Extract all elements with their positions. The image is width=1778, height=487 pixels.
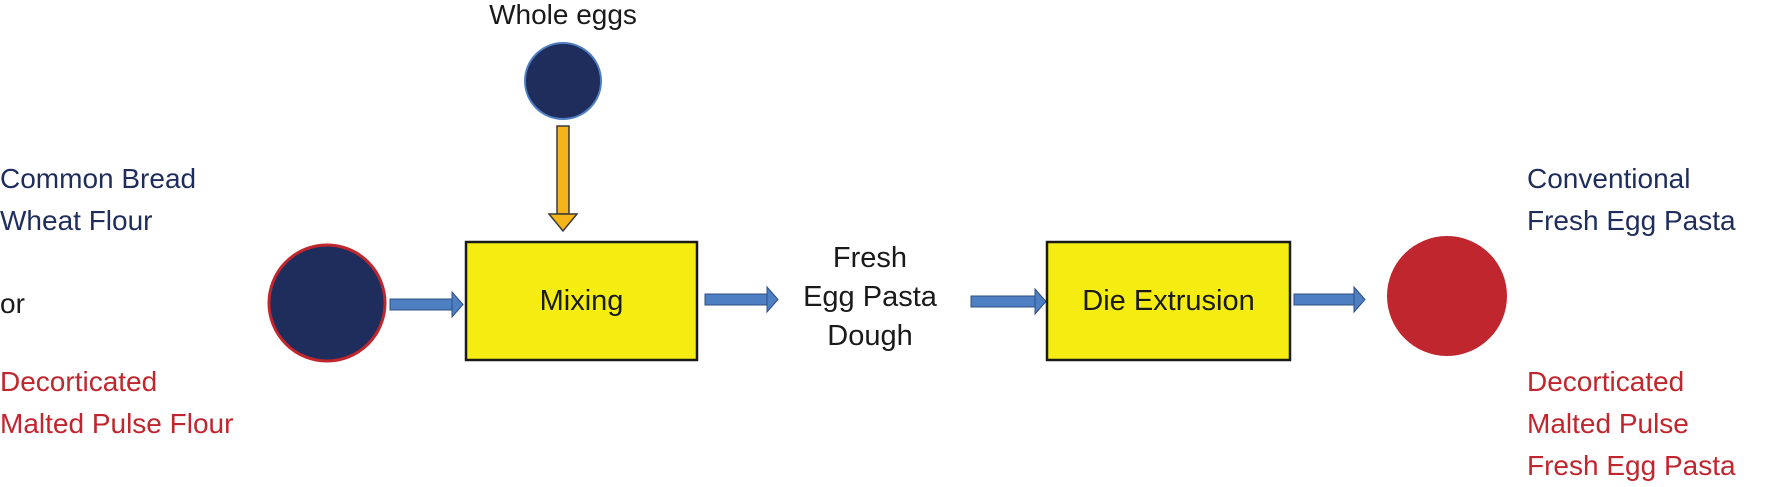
whole-eggs-node bbox=[524, 42, 602, 120]
product-conventional-line: Fresh Egg Pasta bbox=[1527, 205, 1736, 236]
product-pulse: Decorticated Malted Pulse Fresh Egg Past… bbox=[1527, 361, 1736, 487]
mixing-label: Mixing bbox=[539, 284, 624, 317]
product-pulse-line: Decorticated bbox=[1527, 366, 1685, 397]
flour-to-mixing-arrow bbox=[389, 290, 464, 319]
mixing-to-dough-arrow bbox=[704, 285, 779, 314]
flour-option-pulse: Decorticated Malted Pulse Flour bbox=[0, 361, 233, 445]
flour-option-pulse-line: Decorticated bbox=[0, 366, 158, 397]
output-node bbox=[1387, 236, 1507, 356]
flour-option-common-line: Common Bread bbox=[0, 163, 197, 194]
flour-node bbox=[267, 243, 387, 363]
product-pulse-line: Malted Pulse bbox=[1527, 408, 1689, 439]
dough-label-line: Fresh bbox=[832, 242, 908, 274]
flour-option-pulse-line: Malted Pulse Flour bbox=[0, 408, 234, 439]
dough-label-line: Egg Pasta bbox=[803, 281, 937, 313]
extrusion-to-output-arrow bbox=[1293, 285, 1366, 314]
product-pulse-line: Fresh Egg Pasta bbox=[1527, 450, 1736, 481]
product-conventional-line: Conventional bbox=[1527, 163, 1691, 194]
or-label: or bbox=[0, 288, 25, 319]
dough-label: Fresh Egg Pasta Dough bbox=[775, 239, 965, 356]
whole-eggs-label: Whole eggs bbox=[489, 0, 637, 30]
mixing-box bbox=[464, 240, 699, 362]
eggs-to-mixing-arrow bbox=[547, 125, 579, 233]
extrusion-box bbox=[1045, 240, 1292, 362]
flour-option-common-line: Wheat Flour bbox=[0, 205, 153, 236]
flour-option-common: Common Bread Wheat Flour bbox=[0, 158, 196, 242]
dough-label-line: Dough bbox=[827, 320, 913, 352]
dough-to-extrusion-arrow bbox=[970, 287, 1047, 316]
product-conventional: Conventional Fresh Egg Pasta bbox=[1527, 158, 1736, 242]
extrusion-label: Die Extrusion bbox=[1082, 284, 1255, 317]
